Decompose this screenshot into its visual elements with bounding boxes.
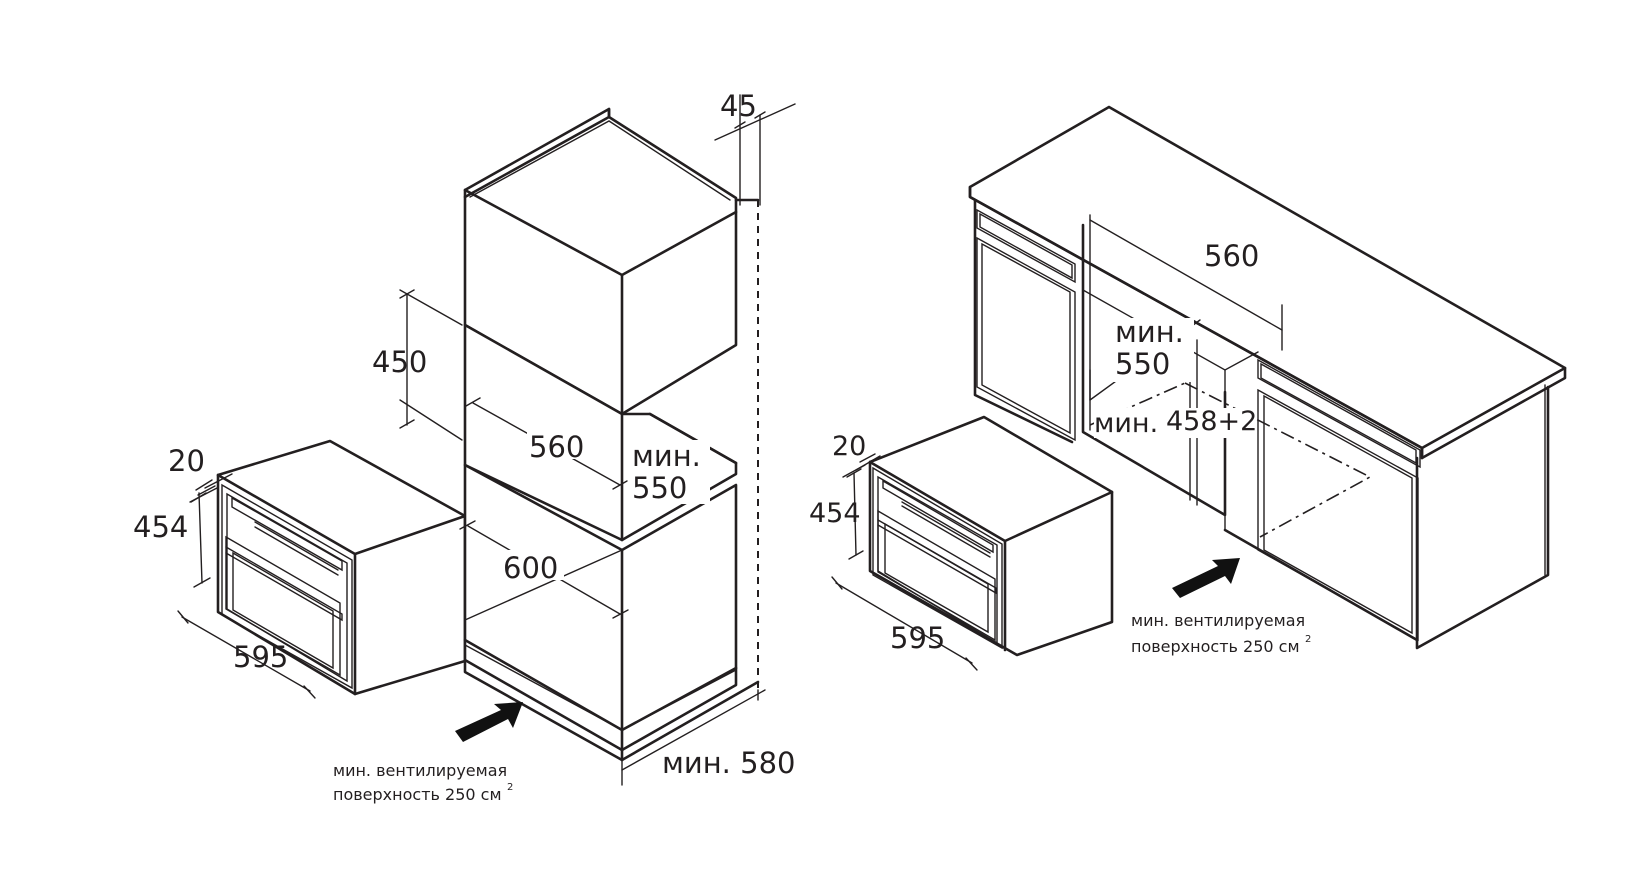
right-niche-height-prefix: мин. <box>1094 408 1158 439</box>
right-vent-note-superscript: 2 <box>1305 634 1311 645</box>
right-vent-note-line2: поверхность 250 см <box>1131 637 1300 656</box>
left-oven-width-label: 595 <box>233 640 288 674</box>
left-ventilation-note: мин. вентилируемая поверхность 250 см 2 <box>333 761 513 804</box>
left-oven-height-label: 454 <box>133 510 188 544</box>
right-niche-width-label: 560 <box>1204 239 1259 273</box>
left-niche-width-label: 560 <box>529 430 584 464</box>
left-oven-dimensions: 20 454 595 <box>133 444 316 699</box>
left-ventilation-arrow <box>455 702 523 742</box>
left-niche-depth-label-line2: 550 <box>632 471 687 505</box>
right-oven <box>868 415 1114 657</box>
left-cabinet-dimensions: 45 450 560 мин. 550 600 мин. 580 <box>372 89 796 786</box>
left-niche-depth-label-line1: мин. <box>632 439 701 473</box>
left-cabinet <box>463 107 760 762</box>
right-oven-height-label: 454 <box>809 498 861 529</box>
right-cabinet <box>968 105 1567 650</box>
right-niche-depth-label-line2: 550 <box>1115 347 1170 381</box>
left-min-depth-label: мин. 580 <box>662 746 795 780</box>
right-oven-width-label: 595 <box>890 621 945 655</box>
left-oven-offset-label: 20 <box>168 444 205 478</box>
left-vent-note-line2: поверхность 250 см <box>333 785 502 804</box>
left-vent-note-superscript: 2 <box>507 782 513 793</box>
right-niche-depth-label-line1: мин. <box>1115 315 1184 349</box>
right-oven-offset-label: 20 <box>832 431 866 462</box>
right-vent-note-line1: мин. вентилируемая <box>1131 611 1305 630</box>
right-niche-height-value: 458+2 <box>1166 406 1257 437</box>
left-panel-thickness-label: 45 <box>720 89 757 123</box>
left-niche-height-label: 450 <box>372 345 427 379</box>
right-ventilation-arrow <box>1172 558 1240 598</box>
left-vent-note-line1: мин. вентилируемая <box>333 761 507 780</box>
left-outer-width-label: 600 <box>503 551 558 585</box>
right-ventilation-note: мин. вентилируемая поверхность 250 см 2 <box>1131 611 1311 656</box>
right-oven-dimensions: 20 454 595 <box>809 431 978 671</box>
right-cabinet-dimensions: 560 мин. 550 мин. 458+2 <box>1089 214 1283 439</box>
